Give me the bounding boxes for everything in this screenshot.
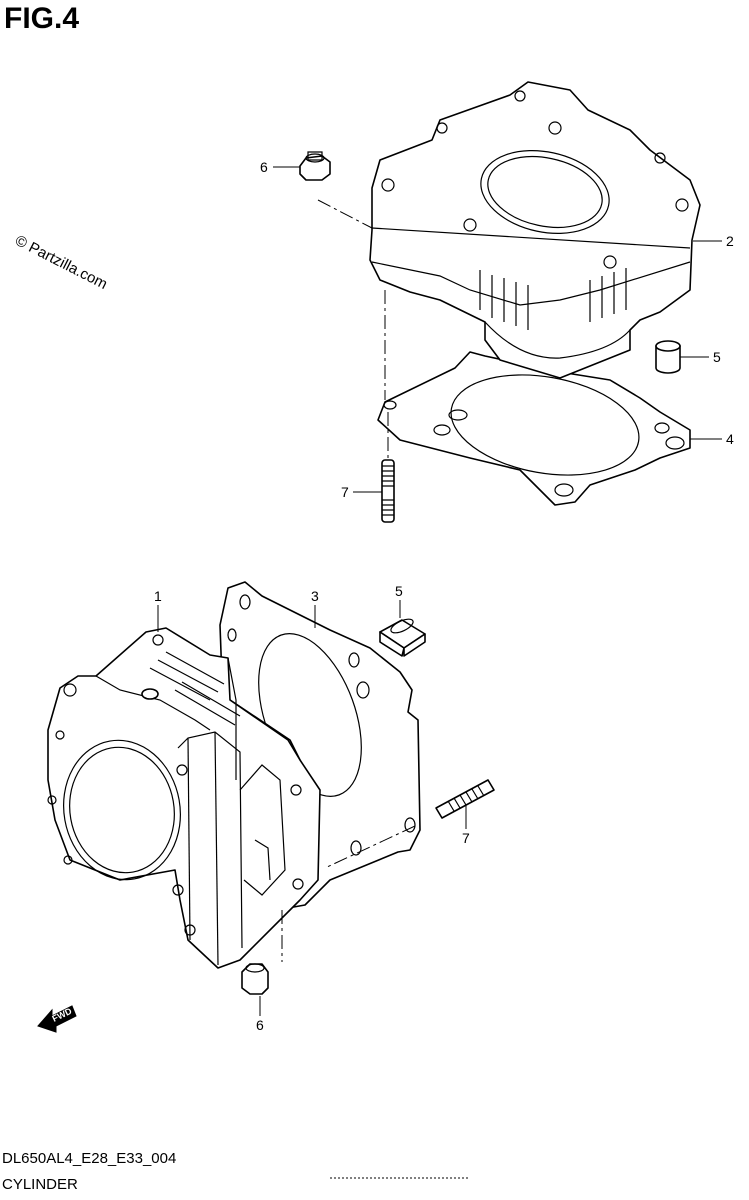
svg-text:4: 4 xyxy=(726,431,734,447)
svg-text:6: 6 xyxy=(260,159,268,175)
callout-top-cylinder: 2 xyxy=(693,233,734,249)
callout-bottom-gasket: 3 xyxy=(311,588,319,628)
callout-bottom-stud: 7 xyxy=(462,804,470,846)
svg-text:5: 5 xyxy=(713,349,721,365)
forward-direction-arrow: FWD xyxy=(37,1005,77,1033)
callout-top-nut: 6 xyxy=(260,159,300,175)
diagram-caption: CYLINDER xyxy=(2,1176,78,1193)
bottom-base-gasket xyxy=(219,581,421,909)
top-base-gasket xyxy=(377,351,691,506)
bottom-cylinder xyxy=(47,627,321,969)
callout-bottom-dowel-pin: 5 xyxy=(395,583,403,618)
bottom-nut xyxy=(241,963,269,995)
top-stud-bolt xyxy=(381,459,395,523)
svg-text:1: 1 xyxy=(154,588,162,604)
figure-title: FIG.4 xyxy=(4,2,80,35)
svg-text:5: 5 xyxy=(395,583,403,599)
bottom-dowel-pin xyxy=(379,618,426,657)
callout-top-gasket: 4 xyxy=(690,431,734,447)
svg-text:6: 6 xyxy=(256,1017,264,1033)
callout-top-stud: 7 xyxy=(341,484,382,500)
svg-text:3: 3 xyxy=(311,588,319,604)
bottom-stud-bolt xyxy=(435,779,495,819)
callout-bottom-cylinder: 1 xyxy=(154,588,162,632)
callout-top-dowel-pin: 5 xyxy=(680,349,721,365)
svg-text:2: 2 xyxy=(726,233,734,249)
top-dowel-pin xyxy=(655,340,681,374)
callout-bottom-nut: 6 xyxy=(256,996,264,1033)
svg-text:7: 7 xyxy=(341,484,349,500)
svg-text:7: 7 xyxy=(462,830,470,846)
top-nut xyxy=(299,151,331,181)
top-cylinder xyxy=(369,81,701,379)
diagram-code: DL650AL4_E28_E33_004 xyxy=(2,1150,177,1167)
